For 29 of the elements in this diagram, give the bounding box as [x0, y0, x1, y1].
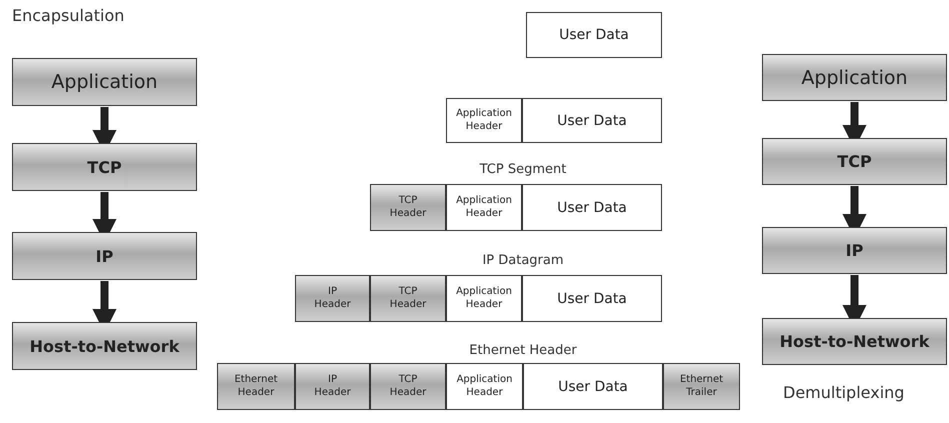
frame-title: Ethernet Header [468, 343, 578, 358]
data-field: User Data [522, 184, 662, 231]
section-title: Encapsulation [12, 6, 124, 25]
layer-box: Host-to-Network [762, 318, 947, 365]
header-field: Application Header [446, 184, 522, 231]
data-field: User Data [523, 363, 663, 410]
header-field: Ethernet Header [217, 363, 295, 410]
header-field: TCP Header [370, 184, 446, 231]
layer-box: TCP [762, 138, 947, 185]
header-field: IP Header [295, 275, 370, 322]
header-field: Application Header [446, 363, 523, 410]
frame-title: IP Datagram [481, 253, 565, 268]
layer-box: Application [762, 54, 947, 101]
layer-box: TCP [12, 143, 197, 191]
layer-box: Host-to-Network [12, 322, 197, 370]
layer-box: IP [762, 227, 947, 274]
header-field: TCP Header [370, 275, 446, 322]
layer-box: Application [12, 58, 197, 106]
frame-title: TCP Segment [478, 162, 568, 177]
layer-box: IP [12, 232, 197, 280]
data-field: User Data [526, 12, 662, 58]
header-field: TCP Header [370, 363, 446, 410]
data-field: User Data [522, 98, 662, 143]
header-field: Application Header [446, 275, 522, 322]
header-field: IP Header [295, 363, 370, 410]
header-field: Ethernet Trailer [663, 363, 740, 410]
section-title: Demultiplexing [783, 383, 904, 402]
data-field: User Data [522, 275, 662, 322]
header-field: Application Header [446, 98, 522, 143]
